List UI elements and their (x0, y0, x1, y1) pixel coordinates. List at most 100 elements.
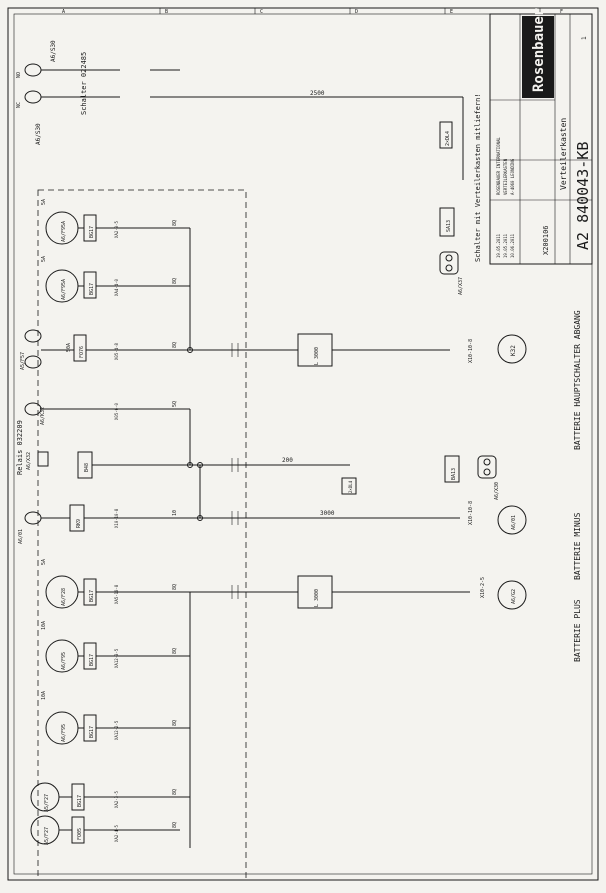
term-8: XA12-2-5 (114, 720, 119, 740)
code-10: FO05 (77, 828, 83, 840)
fuse-name-1: A6/F95A (61, 221, 67, 242)
code-7: BG17 (89, 654, 95, 666)
fuse-name-7: A6/F95 (61, 652, 67, 670)
drawing-number: A2 840043-KB (574, 142, 592, 250)
supply-note: Schalter mit Verteilerkasten mitliefern! (474, 93, 482, 262)
fuse-name-6: A6/F28 (61, 588, 67, 606)
switch-nc: NC (16, 102, 22, 108)
connector-zul4 (439, 121, 453, 149)
grid-letter-e: E (450, 9, 453, 15)
term-1: XA2-3-5 (114, 221, 119, 238)
term-3: X05-4-8 (114, 343, 119, 360)
a6x37-label: A6/X37 (458, 277, 464, 295)
switch-no: NO (16, 72, 22, 78)
a6-ref: A6/01 (18, 529, 24, 544)
len-l3000-b: L 3000 (314, 589, 320, 607)
fuse-rating-1: 5A (41, 199, 47, 205)
a6x32-label: A6/X32 (26, 452, 32, 470)
wire-8: 8Q (172, 720, 178, 726)
grid-letter-f: F (560, 9, 563, 15)
inner-frame (13, 13, 593, 875)
fuse-rating-3: 50A (66, 343, 72, 352)
code-9: BG17 (77, 795, 83, 807)
len-l3000-a: L 3000 (314, 347, 320, 365)
fuse-rating-7: 10A (41, 621, 47, 630)
main-switch-label: BATTERIE HAUPTSCHALTER ABGANG (573, 310, 582, 450)
wire-3: 8Q (172, 342, 178, 348)
date-2: 19.05.2011 (503, 233, 508, 258)
term-10: XA2-4-5 (114, 825, 119, 842)
wire-2: 8Q (172, 278, 178, 284)
term-5: X10-10-8 (114, 508, 119, 528)
sa13-block (439, 207, 455, 237)
grid-letter-b: B (165, 9, 168, 15)
term-9: XA2-3-5 (114, 791, 119, 808)
ba13-label: BA13 (451, 468, 457, 480)
code-4: B48 (84, 463, 90, 472)
wire-5: 10 (172, 510, 178, 516)
a6-01-circle (497, 505, 527, 535)
company-name: Rosenbauer (531, 8, 547, 92)
fuse-rating-2: 5A (41, 256, 47, 262)
switch-ref-side: A6/S30 (35, 123, 42, 145)
k32-label: K32 (510, 345, 517, 356)
marker-l3000-b (297, 575, 333, 609)
code-1: BG17 (89, 226, 95, 238)
wire-4: 5Q (172, 401, 178, 407)
battery-plus-label: BATTERIE PLUS (573, 599, 582, 662)
grid-top: A B C D E F (62, 8, 563, 15)
k32-circle (497, 334, 527, 364)
title-block: Rosenbauer A2 840043-KB Verteilerkasten … (489, 8, 593, 265)
term-4: X05-6-0 (114, 403, 119, 420)
wire-6: 8Q (172, 584, 178, 590)
wire-length-200: 200 (282, 457, 293, 464)
battery-minus-label: BATTERIE MINUS (573, 512, 582, 580)
wire-length-2500: 2500 (310, 90, 325, 97)
distribution-box-outline (37, 189, 247, 881)
wire-10: 8Q (172, 822, 178, 828)
note-2: VERTEILERKASTEN (503, 158, 508, 195)
switch-ref-top: A6/S30 (50, 40, 57, 62)
drawing-code: X200106 (542, 225, 550, 255)
drawing-title: Verteilerkasten (559, 118, 568, 190)
code-8: BG17 (89, 726, 95, 738)
note-1: ROSENBAUER INTERNATIONAL (496, 137, 501, 195)
zul4b-label: 2×DL4 (348, 480, 353, 493)
grid-letter-c: C (260, 9, 263, 15)
sheet-number: 1 (581, 36, 588, 40)
fuse-name-2: A6/F95A (61, 279, 67, 300)
switch-section: A6/S30 Schalter 022485 NO NC A6/S30 2500… (16, 40, 482, 295)
a6g2-label: A6/G2 (511, 589, 517, 604)
outer-frame (7, 7, 599, 881)
relay-label: Relais 032209 (16, 420, 24, 475)
fuse-rating-6: 5A (41, 559, 47, 565)
a5f57-label: A5/F57 (20, 352, 26, 370)
term-2: XA4-4-0 (114, 279, 119, 296)
a6-01-label: A6/01 (511, 515, 517, 530)
component-column: A6/F95A 5A BG17 A6/F95A 5A BG17 A5/F57 F… (16, 199, 582, 848)
grid-letter-a: A (62, 9, 65, 15)
fuse-name-10: A5/F27 (44, 827, 50, 845)
fuse-rating-8: 10A (41, 691, 47, 700)
sa13-label: SA13 (446, 220, 452, 232)
code-2: BG17 (89, 283, 95, 295)
term-7: XA12-3-5 (114, 648, 119, 668)
fuse-name-8: A6/F95 (61, 724, 67, 742)
marker-l3000-a (297, 333, 333, 367)
switch-label: Schalter 022485 (80, 52, 88, 115)
fuse-name-9: A5/F27 (44, 794, 50, 812)
zul4-label: 2×DL4 (445, 131, 451, 146)
terminal-nc (24, 90, 42, 104)
terminal-no (24, 63, 42, 77)
gnd-ref: X10-10-8 (468, 501, 474, 525)
code-5: RK9 (76, 519, 82, 528)
grid-letter-d: D (355, 9, 358, 15)
plug-separators (231, 343, 239, 599)
note-3: A-4060 LEONDING (510, 158, 515, 195)
term-6: XA5-10-8 (114, 584, 119, 604)
a6x30-label: A6/X30 (494, 482, 500, 500)
wire-1: 8Q (172, 220, 178, 226)
code-3: FO76 (79, 346, 85, 358)
